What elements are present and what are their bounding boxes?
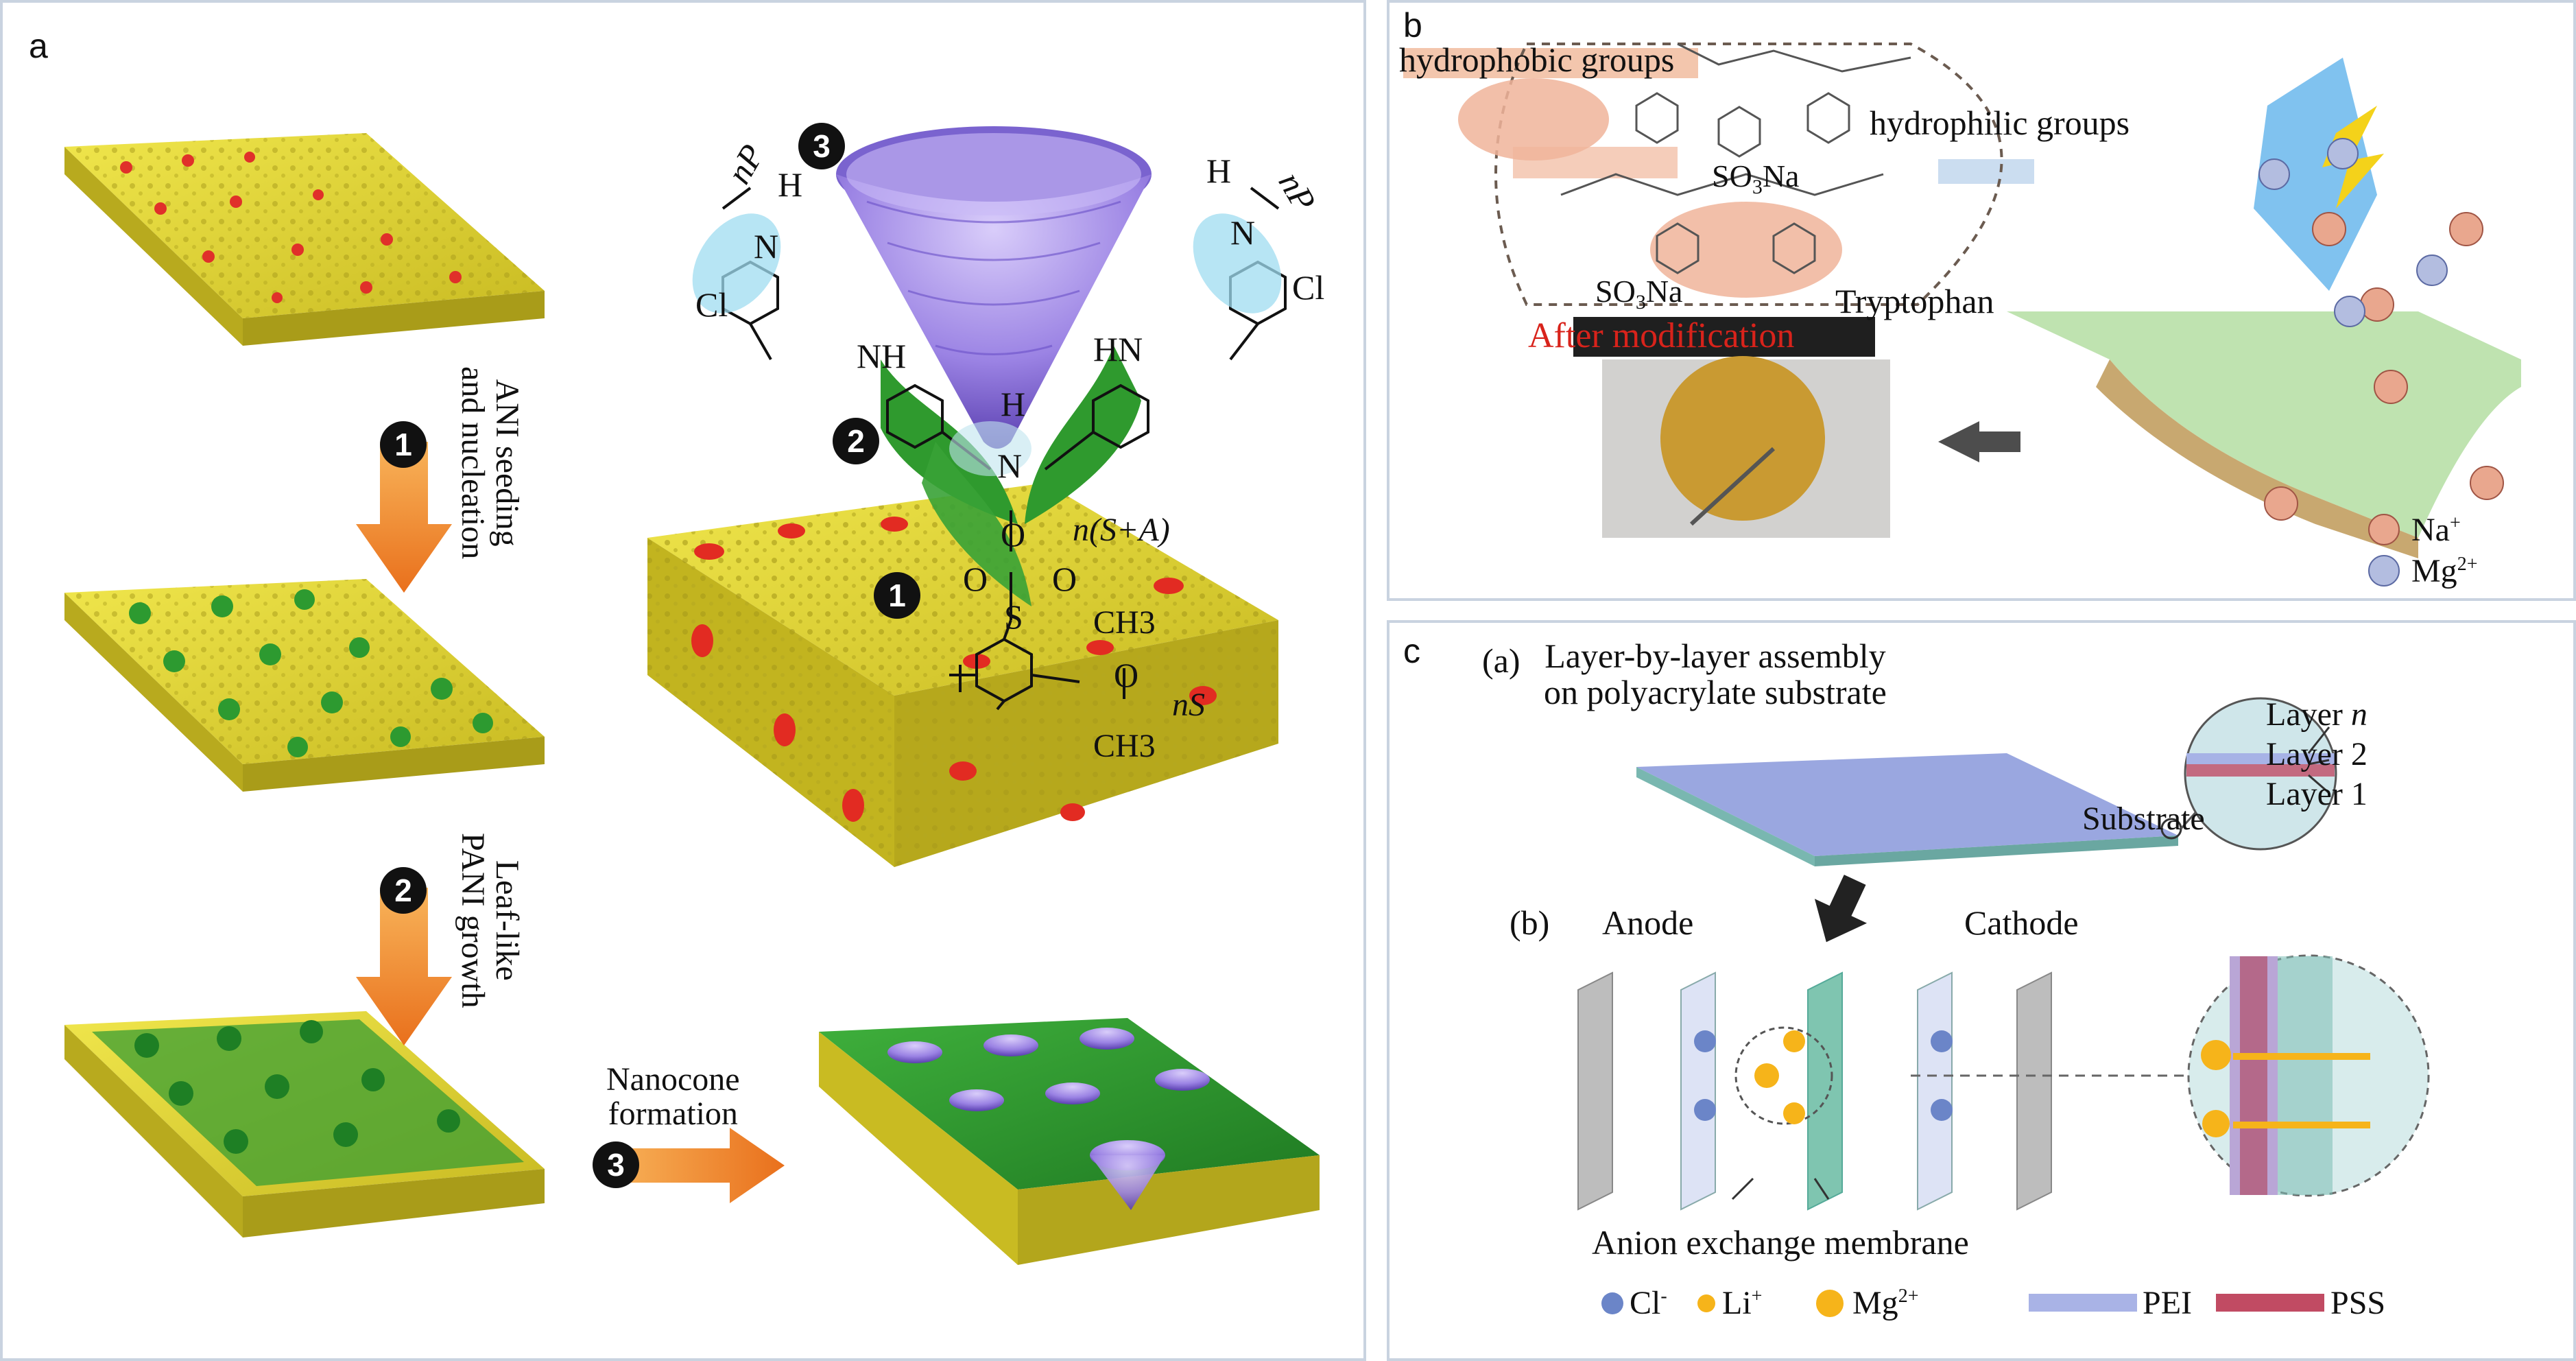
- mol-badge-3: 3: [798, 123, 845, 169]
- panel-b: b hydrophobic groups hydrophilic groups …: [1387, 0, 2576, 601]
- legend-cl-label: Cl-: [1630, 1285, 1667, 1321]
- slab-pani-growth: [64, 1011, 545, 1238]
- chem-cl-left: Cl: [695, 285, 728, 324]
- legend-pss-label: PSS: [2330, 1285, 2386, 1321]
- mol-badge-2: 2: [833, 418, 879, 464]
- slab-nanocone: [819, 1018, 1320, 1265]
- chem-o-2: O: [963, 560, 988, 598]
- chem-cl-right: Cl: [1292, 268, 1325, 307]
- after-modification-label: After modification: [1528, 316, 1795, 355]
- panel-a: a: [0, 0, 1366, 1361]
- chem-n-center: N: [997, 447, 1023, 485]
- legend-li-label: Li+: [1722, 1285, 1763, 1321]
- panel-a-illustration: [64, 126, 1320, 1265]
- substrate-label: Substrate: [2082, 801, 2205, 837]
- chem-n-right: N: [1230, 213, 1256, 252]
- so3na-bottom-label: SO3Na: [1595, 274, 1683, 314]
- step-2-label: Leaf-like PANI growth: [454, 833, 525, 1008]
- step-2-badge: 2: [380, 867, 427, 914]
- chem-ch3-top: CH3: [1093, 604, 1156, 641]
- legend-na-label: Na+: [2411, 512, 2461, 548]
- legend-mg-label: Mg2+: [2411, 553, 2478, 589]
- step-3-badge: 3: [593, 1141, 639, 1188]
- chem-o-1: O: [1001, 515, 1026, 554]
- chem-h-right: H: [1206, 152, 1232, 190]
- chem-o-4: O: [1114, 656, 1139, 694]
- process-arrows: [356, 442, 785, 1203]
- legend-pei-swatch: [2029, 1294, 2137, 1312]
- legend-mg-label: Mg2+: [1852, 1285, 1919, 1321]
- aem-label: Anion exchange membrane: [1592, 1223, 1969, 1262]
- chem-nsa: n(S+A): [1073, 512, 1170, 548]
- layer-n-label: Layer n: [2266, 696, 2368, 733]
- layer-2-label: Layer 2: [2266, 736, 2368, 772]
- chem-h-center: H: [1001, 385, 1026, 423]
- step-1-label: ANI seeding and nucleation: [454, 366, 525, 560]
- step-1-badge: 1: [380, 421, 427, 468]
- chloride-bubbles: [692, 213, 1282, 476]
- hydrophobic-label: hydrophobic groups: [1399, 40, 1675, 79]
- sub-a-label: (a): [1482, 641, 1520, 680]
- sub-b-label: (b): [1510, 903, 1550, 942]
- chem-n-left: N: [754, 227, 779, 265]
- mol-badge-1: 1: [874, 572, 920, 619]
- panel-b-illustration: [1403, 43, 2521, 587]
- step-3-label: Nanocone formation: [606, 1061, 740, 1133]
- slab-nucleation: [64, 579, 545, 792]
- legend-pss-swatch: [2216, 1294, 2324, 1312]
- legend-mg-dot: [1816, 1290, 1844, 1317]
- tryptophan-label: Tryptophan: [1835, 282, 1994, 320]
- panel-c: c (a) Layer-by-layer assembly on polyacr…: [1387, 620, 2576, 1361]
- chem-nh: NH: [857, 337, 907, 375]
- panel-c-illustration: [1577, 697, 2430, 1317]
- chem-ns: nS: [1172, 687, 1205, 723]
- legend-cl-dot: [1601, 1292, 1623, 1314]
- chem-hn: HN: [1093, 330, 1143, 368]
- lbl-title: Layer-by-layer assembly on polyacrylate …: [1544, 637, 1887, 711]
- porous-block: [647, 483, 1278, 867]
- slab-seeding: [64, 133, 545, 346]
- legend-na-dot: [2368, 514, 2400, 545]
- layer-1-label: Layer 1: [2266, 776, 2368, 812]
- chem-s: S: [1004, 597, 1023, 636]
- nanocone: [836, 126, 1152, 449]
- so3na-top-label: SO3Na: [1712, 158, 1800, 199]
- legend-mg-dot: [2368, 555, 2400, 587]
- legend-li-dot: [1697, 1294, 1715, 1312]
- panel-c-label: c: [1403, 632, 1420, 670]
- chem-h-left: H: [778, 165, 803, 204]
- legend-pei-label: PEI: [2143, 1285, 2192, 1321]
- cathode-label: Cathode: [1964, 903, 2079, 942]
- panel-a-label: a: [29, 27, 48, 65]
- anode-label: Anode: [1602, 903, 1694, 942]
- chem-o-3: O: [1052, 560, 1077, 598]
- chem-ch3-bottom: CH3: [1093, 728, 1156, 764]
- hydrophilic-label: hydrophilic groups: [1870, 104, 2130, 142]
- panel-b-label: b: [1403, 6, 1422, 45]
